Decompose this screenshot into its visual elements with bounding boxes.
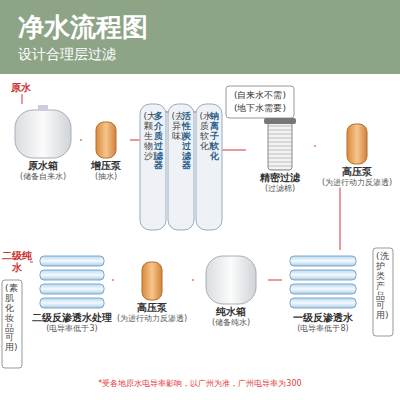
filter-name: 钠离子软化 <box>210 112 219 230</box>
pipe <box>166 111 168 113</box>
equipment-node: 纯水箱(储备纯水) <box>194 250 268 328</box>
filter-note: (大颗生物沙) <box>144 112 153 230</box>
pipe <box>30 261 33 263</box>
equipment-node: 高压泵(为进行动力反渗透) <box>112 250 192 324</box>
node-note: (抽水) <box>82 172 130 182</box>
node-note: (电导率低于8) <box>282 324 364 334</box>
pipe <box>130 139 140 141</box>
node-note: (为进行动力反渗透) <box>112 314 192 324</box>
filter-note: (水质软化) <box>200 112 209 230</box>
filter-column: (水质软化)钠离子软化 <box>196 104 222 230</box>
subtitle: 设计合理层过滤 <box>18 46 116 64</box>
filter-column: (去异味)活性炭过滤器 <box>168 104 194 230</box>
node-note: (过滤棉) <box>246 184 314 194</box>
equipment-node: 原水箱(储备自来水) <box>6 104 80 182</box>
node-name: 二级反渗透水处理 <box>30 312 114 324</box>
equipment-node: 一级反渗透水(电导率低于8) <box>282 250 364 334</box>
filter-name: 多介质过滤器 <box>154 112 163 230</box>
equipment-node: 精密过滤(过滤棉) <box>246 118 314 194</box>
callout-note: (地下水需要) <box>228 102 292 115</box>
node-name: 一级反渗透水 <box>282 312 364 324</box>
pipe <box>192 279 194 281</box>
pipe <box>339 188 341 250</box>
footnote: *受各地原水电导率影响，以广州为准，广州电导率为300 <box>0 378 400 389</box>
equipment-node: 原水 <box>2 80 40 94</box>
pipe <box>80 139 82 141</box>
pipe <box>21 94 23 104</box>
node-name: 原水箱 <box>6 160 80 172</box>
node-name: 纯水箱 <box>194 306 268 318</box>
node-name: 增压泵 <box>82 160 130 172</box>
pipe <box>268 279 282 281</box>
equipment-node: 二级反渗透水处理(电导率低于3) <box>30 250 114 334</box>
pipe <box>314 145 316 147</box>
node-name: 高压泵 <box>112 302 192 314</box>
filter-note: (去异味) <box>172 112 181 230</box>
node-name: 精密过滤 <box>246 172 314 184</box>
use-note: (洗护类产品可用) <box>376 252 385 321</box>
node-name: 二级纯水 <box>1 250 33 274</box>
filter-name: 活性炭过滤器 <box>182 112 191 230</box>
node-note: (储备自来水) <box>6 172 80 182</box>
equipment-node: 增压泵(抽水) <box>82 118 130 182</box>
node-note: (电导率低于3) <box>30 324 114 334</box>
filter-column: (大颗生物沙)多介质过滤器 <box>140 104 166 230</box>
node-note: (为进行动力反渗透) <box>316 178 398 188</box>
callout-note: (自来水不需) <box>228 89 292 102</box>
title: 净水流程图 <box>18 10 148 45</box>
use-note: (素肌化妆品可用) <box>5 284 14 353</box>
pipe <box>194 111 196 113</box>
node-name: 原水 <box>2 82 40 94</box>
equipment-node: 高压泵(为进行动力反渗透) <box>316 118 398 188</box>
node-note: (储备纯水) <box>194 318 268 328</box>
pipe <box>222 149 246 151</box>
pipe <box>112 279 114 281</box>
node-name: 高压泵 <box>316 166 398 178</box>
equipment-node: 二级纯水 <box>1 248 33 274</box>
